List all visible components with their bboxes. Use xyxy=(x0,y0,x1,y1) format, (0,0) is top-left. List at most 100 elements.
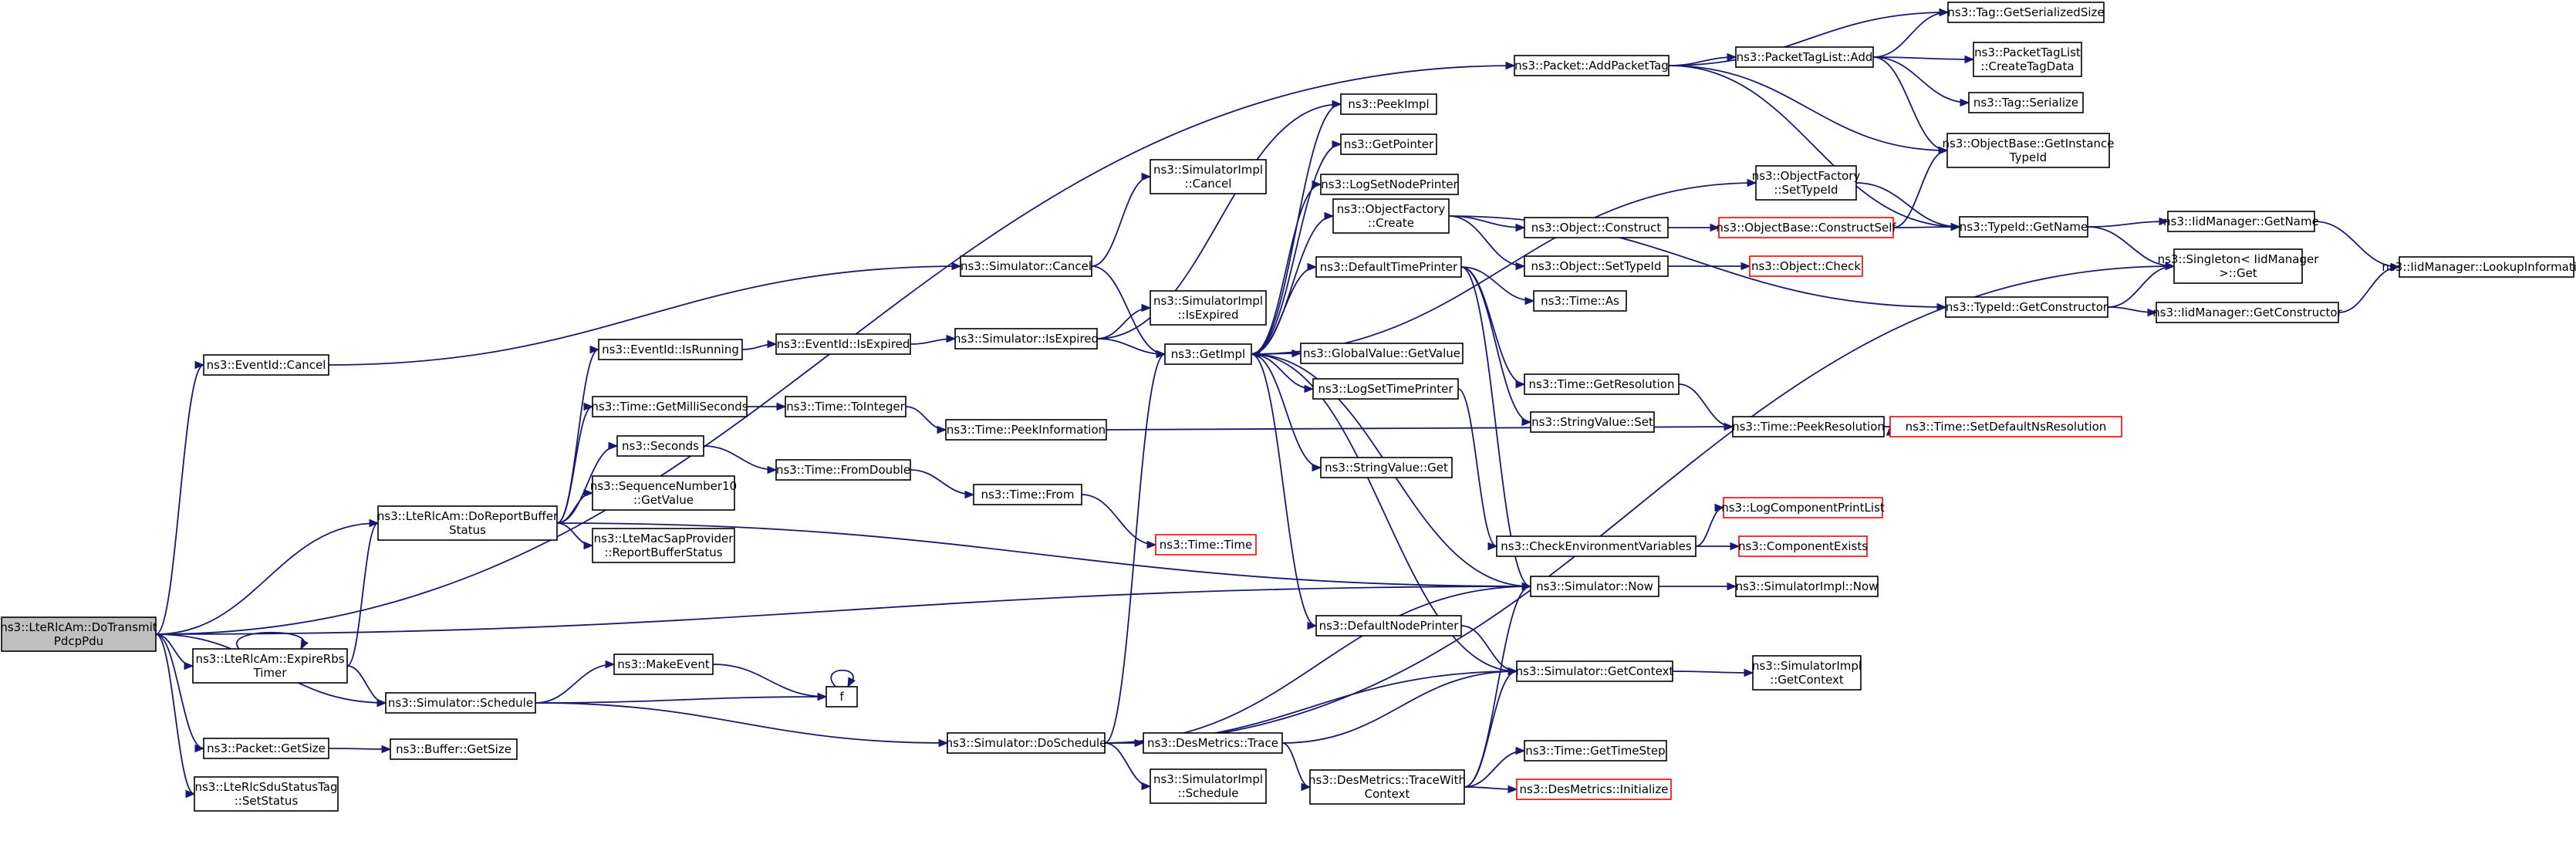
edge-line xyxy=(1104,586,1531,744)
node-iidmanager-lookup[interactable]: ns3::IidManager::LookupInformation xyxy=(2382,256,2576,278)
node-simimpl-getcontext[interactable]: ns3::SimulatorImpl::GetContext xyxy=(1752,655,1862,691)
node-box xyxy=(192,648,348,684)
node-label: f xyxy=(839,690,844,704)
node-label: ::GetValue xyxy=(633,493,694,507)
node-typeid-getconstructor[interactable]: ns3::TypeId::GetConstructor xyxy=(1945,296,2108,318)
edge-arrowhead xyxy=(2159,217,2169,226)
node-label: Timer xyxy=(253,666,288,680)
node-box xyxy=(1312,378,1459,400)
edge-line xyxy=(556,406,593,524)
node-getpointer[interactable]: ns3::GetPointer xyxy=(1340,133,1437,155)
node-objbase-constructself[interactable]: ns3::ObjectBase::ConstructSelf xyxy=(1716,217,1896,238)
node-time-getresolution[interactable]: ns3::Time::GetResolution xyxy=(1524,373,1680,395)
node-time-time[interactable]: ns3::Time::Time xyxy=(1155,534,1257,556)
node-box xyxy=(1735,576,1879,597)
node-typeid-getname[interactable]: ns3::TypeId::GetName xyxy=(1959,216,2088,238)
node-eventid-cancel[interactable]: ns3::EventId::Cancel xyxy=(203,354,329,376)
edge-line xyxy=(905,406,947,431)
edge-packet-addtag-to-typeid-getname xyxy=(1668,65,1961,231)
node-time-getms[interactable]: ns3::Time::GetMilliSeconds xyxy=(591,396,748,417)
node-logcomponentprintlist[interactable]: ns3::LogComponentPrintList xyxy=(1721,497,1885,518)
node-sim-cancel[interactable]: ns3::Simulator::Cancel xyxy=(960,255,1092,277)
edge-line xyxy=(1104,353,1166,744)
node-packet-addtag[interactable]: ns3::Packet::AddPacketTag xyxy=(1514,55,1670,76)
node-seconds[interactable]: ns3::Seconds xyxy=(616,435,704,457)
node-f[interactable]: f xyxy=(825,686,858,708)
node-time-peekresolution[interactable]: ns3::Time::PeekResolution xyxy=(1732,416,1885,437)
node-tag-getserializedsize[interactable]: ns3::Tag::GetSerializedSize xyxy=(1947,2,2105,23)
node-sim-now[interactable]: ns3::Simulator::Now xyxy=(1530,576,1659,597)
node-time-setdefaultnsres[interactable]: ns3::Time::SetDefaultNsResolution xyxy=(1889,416,2122,437)
node-iidmanager-getname[interactable]: ns3::IidManager::GetName xyxy=(2163,211,2319,232)
node-desmetrics-init[interactable]: ns3::DesMetrics::Initialize xyxy=(1516,779,1672,800)
edge-arrowhead xyxy=(1515,223,1526,232)
edge-line xyxy=(1091,265,1166,355)
node-time-tointeger[interactable]: ns3::Time::ToInteger xyxy=(785,396,906,417)
node-objfactory-settypeid[interactable]: ns3::ObjectFactory::SetTypeId xyxy=(1752,165,1861,201)
node-object-check[interactable]: ns3::Object::Check xyxy=(1749,255,1863,277)
node-getimpl[interactable]: ns3::GetImpl xyxy=(1164,343,1252,365)
node-packet-getsize[interactable]: ns3::Packet::GetSize xyxy=(203,738,329,759)
edge-desmetrics-tracewith-to-desmetrics-init xyxy=(1464,785,1518,794)
node-stringvalue-get[interactable]: ns3::StringValue::Get xyxy=(1320,457,1453,478)
edge-sim-schedule-to-sim-doschedule xyxy=(535,702,949,748)
node-time-peekinfo[interactable]: ns3::Time::PeekInformation xyxy=(945,419,1107,441)
node-simimpl-now[interactable]: ns3::SimulatorImpl::Now xyxy=(1735,576,1879,597)
node-globalvalue-get[interactable]: ns3::GlobalValue::GetValue xyxy=(1300,343,1464,364)
edge-line xyxy=(328,748,391,750)
edge-arrowhead xyxy=(938,738,949,748)
node-label: ns3::IidManager::GetName xyxy=(2163,214,2319,228)
node-sdustatustag[interactable]: ns3::LteRlcSduStatusTag::SetStatus xyxy=(194,776,339,812)
node-object-construct[interactable]: ns3::Object::Construct xyxy=(1524,217,1669,238)
edge-arrowhead xyxy=(1744,668,1754,677)
node-sim-schedule[interactable]: ns3::Simulator::Schedule xyxy=(385,692,536,714)
node-time-from[interactable]: ns3::Time::From xyxy=(973,484,1082,505)
node-objfactory-create[interactable]: ns3::ObjectFactory::Create xyxy=(1332,198,1450,234)
node-defaultnodeprinter[interactable]: ns3::DefaultNodePrinter xyxy=(1315,615,1462,637)
edge-eventid-cancel-to-sim-cancel xyxy=(328,262,962,366)
edge-line xyxy=(1668,65,1960,228)
node-object-settypeid[interactable]: ns3::Object::SetTypeId xyxy=(1524,255,1669,277)
node-simimpl-isexpired[interactable]: ns3::SimulatorImpl::IsExpired xyxy=(1150,290,1267,326)
node-time-gettimestep[interactable]: ns3::Time::GetTimeStep xyxy=(1524,740,1667,762)
node-macsap[interactable]: ns3::LteMacSapProvider::ReportBufferStat… xyxy=(592,528,735,563)
node-peekimpl[interactable]: ns3::PeekImpl xyxy=(1340,93,1437,115)
node-eventid-isexpired[interactable]: ns3::EventId::IsExpired xyxy=(775,333,911,355)
node-singleton-get[interactable]: ns3::Singleton< IidManager>::Get xyxy=(2158,248,2320,284)
node-defaulttimeprinter[interactable]: ns3::DefaultTimePrinter xyxy=(1315,256,1462,278)
node-box xyxy=(1309,769,1465,805)
node-time-as[interactable]: ns3::Time::As xyxy=(1533,290,1627,312)
node-packettaglist-add[interactable]: ns3::PacketTagList::Add xyxy=(1735,46,1874,68)
node-sim-isexpired[interactable]: ns3::Simulator::IsExpired xyxy=(954,328,1099,350)
node-eventid-isrunning[interactable]: ns3::EventId::IsRunning xyxy=(598,339,743,360)
node-sim-doschedule[interactable]: ns3::Simulator::DoSchedule xyxy=(946,732,1107,754)
node-time-fromdouble[interactable]: ns3::Time::FromDouble xyxy=(775,459,911,481)
node-logsettimeprinter[interactable]: ns3::LogSetTimePrinter xyxy=(1312,378,1459,400)
edge-arrowhead xyxy=(583,541,594,550)
node-desmetrics-trace[interactable]: ns3::DesMetrics::Trace xyxy=(1143,732,1283,754)
node-lognodeprinter[interactable]: ns3::LogSetNodePrinter xyxy=(1320,174,1459,195)
node-label: ::Schedule xyxy=(1177,786,1238,800)
node-sim-getcontext[interactable]: ns3::Simulator::GetContext xyxy=(1516,660,1674,682)
node-buffer-getsize[interactable]: ns3::Buffer::GetSize xyxy=(390,738,518,760)
edge-line xyxy=(1872,56,1970,103)
node-componentexists[interactable]: ns3::ComponentExists xyxy=(1738,535,1868,557)
edge-getimpl-to-getpointer xyxy=(1251,140,1342,355)
node-label: ns3::Time::PeekResolution xyxy=(1732,420,1885,434)
node-label: Context xyxy=(1365,787,1410,801)
node-seqnum[interactable]: ns3::SequenceNumber10::GetValue xyxy=(590,475,737,511)
node-tag-serialize[interactable]: ns3::Tag::Serialize xyxy=(1968,92,2084,113)
node-simimpl-cancel[interactable]: ns3::SimulatorImpl::Cancel xyxy=(1150,159,1267,194)
node-iidmanager-getconstructor[interactable]: ns3::IidManager::GetConstructor xyxy=(2152,302,2343,323)
edge-arrowhead xyxy=(1141,172,1152,181)
node-makeevent[interactable]: ns3::MakeEvent xyxy=(613,654,714,675)
node-checkenv[interactable]: ns3::CheckEnvironmentVariables xyxy=(1496,535,1697,557)
node-simimpl-schedule[interactable]: ns3::SimulatorImpl::Schedule xyxy=(1150,768,1267,804)
node-packettaglist-createtagdata[interactable]: ns3::PacketTagList::CreateTagData xyxy=(1973,42,2082,77)
node-stringvalue-set[interactable]: ns3::StringValue::Set xyxy=(1530,411,1655,433)
